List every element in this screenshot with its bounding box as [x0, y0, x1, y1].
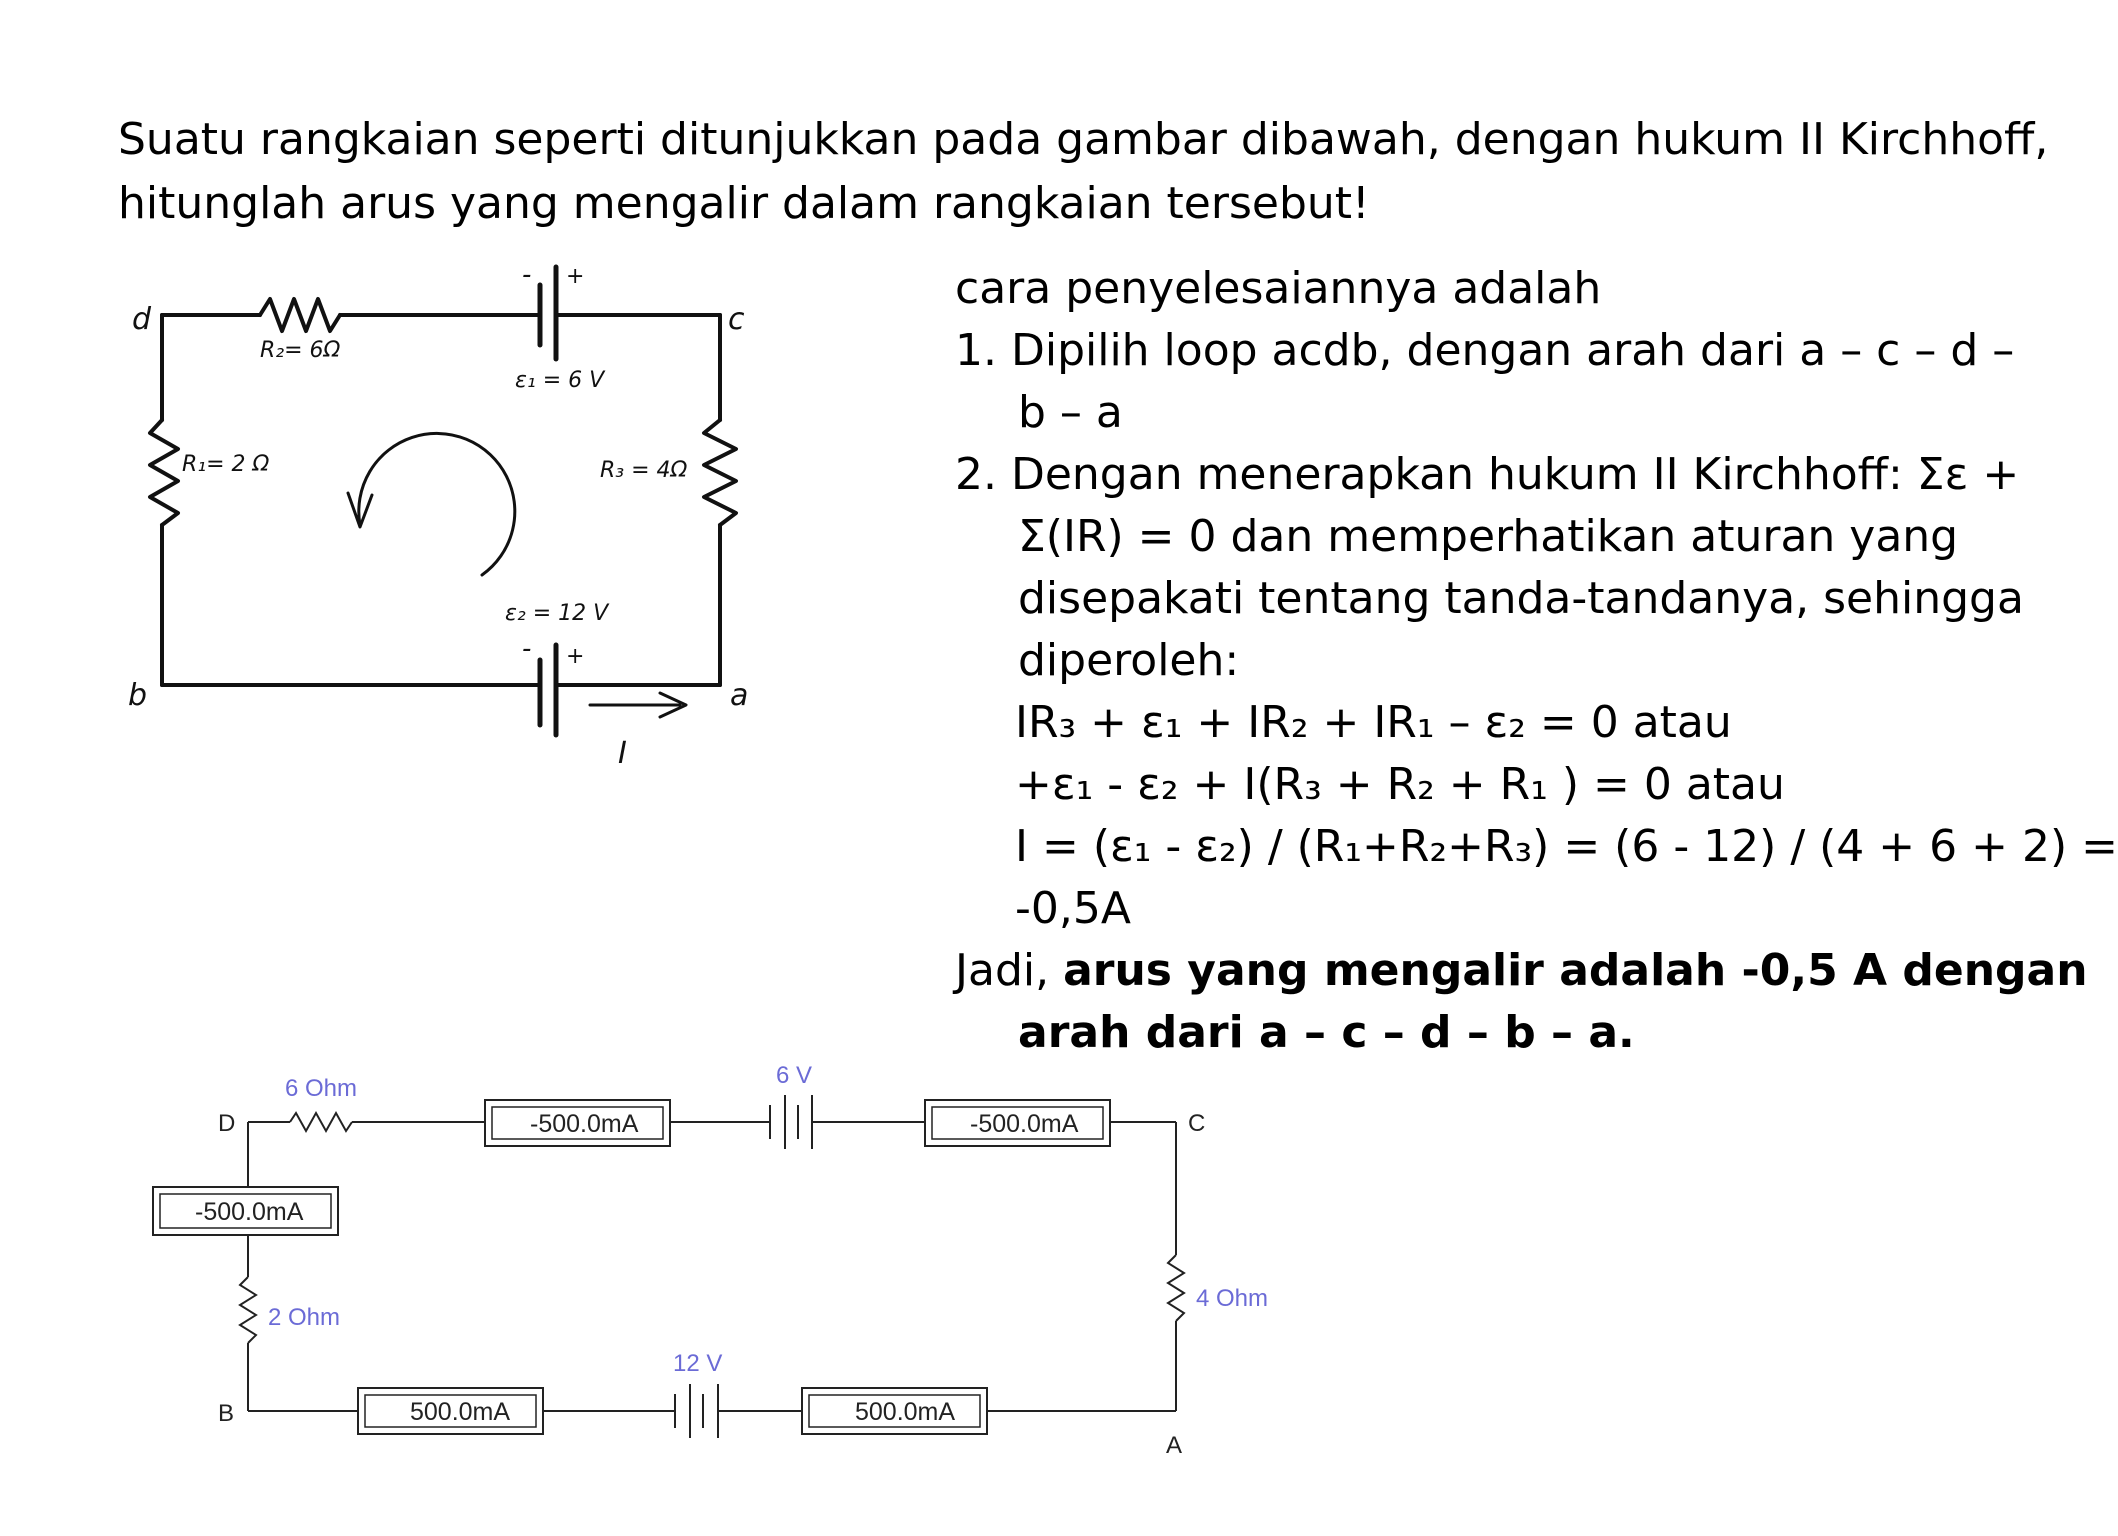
step-2-line-a: 2. Dengan menerapkan hukum II Kirchhoff:… [955, 449, 2020, 500]
conclusion-prefix: Jadi, [955, 945, 1064, 996]
resistor-r2 [258, 297, 342, 333]
sim-node-C: C [1188, 1110, 1205, 1137]
conclusion-line-b: arah dari a – c – d – b – a. [955, 1002, 2035, 1064]
sim-node-B: B [218, 1400, 234, 1427]
label-emf1: ε₁ = 6 V [515, 368, 606, 393]
ammeter-bottom-right-reading: 500.0mA [855, 1398, 955, 1426]
step-1-line-b: b – a [1018, 387, 1123, 438]
question-text: Suatu rangkaian seperti ditunjukkan pada… [118, 108, 2049, 236]
step-2-line-c: disepakati tentang tanda-tandanya, sehin… [1018, 573, 2024, 624]
ammeter-left-reading: -500.0mA [195, 1198, 304, 1226]
sim-label-v-top: 6 V [776, 1062, 812, 1089]
conclusion-bold-b: arah dari a – c – d – b – a. [1018, 1007, 1635, 1058]
ammeter-bottom-left [357, 1387, 544, 1435]
solution-intro: cara penyelesaiannya adalah [955, 263, 1602, 314]
circuit-diagram-2: D C B A -500.0mA -500.0mA -500.0mA 500.0… [152, 1062, 1268, 1459]
loop-arrow-head [346, 491, 374, 529]
step-2-line-d: diperoleh: [1018, 635, 1240, 686]
ammeter-top-right-reading: -500.0mA [970, 1110, 1079, 1138]
ammeter-top-left-inner [491, 1106, 664, 1140]
label-r3: R₃ = 4Ω [600, 458, 688, 483]
label-r1: R₁= 2 Ω [182, 452, 270, 477]
sim-label-r-right: 4 Ohm [1196, 1285, 1268, 1312]
question-line-1: Suatu rangkaian seperti ditunjukkan pada… [118, 114, 2049, 165]
conclusion-bold-a: arus yang mengalir adalah -0,5 A dengan [1063, 945, 2088, 996]
equation-2: +ε₁ - ε₂ + I(R₃ + R₂ + R₁ ) = 0 atau [1015, 759, 1785, 810]
ammeter-bottom-right-inner [808, 1394, 981, 1428]
loop-arrow [357, 431, 517, 577]
sim-label-r-top: 6 Ohm [285, 1075, 357, 1102]
ammeter-left [152, 1186, 339, 1236]
label-r2: R₂= 6Ω [260, 338, 341, 363]
sim-node-D: D [218, 1110, 235, 1137]
current-arrow-head [658, 691, 688, 719]
equation-3: I = (ε₁ - ε₂) / (R₁+R₂+R₃) = (6 - 12) / … [1015, 821, 2118, 872]
ammeter-top-left-reading: -500.0mA [530, 1110, 639, 1138]
node-b: b [128, 678, 147, 713]
sim-resistor-top [289, 1110, 353, 1134]
step-1-line-a: 1. Dipilih loop acdb, dengan arah dari a… [955, 325, 2015, 376]
solution-text: cara penyelesaiannya adalah 1. Dipilih l… [955, 258, 2118, 1064]
sim-node-A: A [1166, 1432, 1182, 1459]
step-2-line-b: Σ(IR) = 0 dan memperhatikan aturan yang [1018, 511, 1959, 562]
sim-resistor-right [1166, 1254, 1186, 1322]
sim-battery-bottom [674, 1384, 719, 1438]
ammeter-top-right-inner [931, 1106, 1104, 1140]
resistor-r3 [702, 418, 738, 527]
label-emf2: ε₂ = 12 V [505, 601, 610, 626]
ammeter-left-inner [159, 1193, 332, 1229]
ammeter-top-right [924, 1099, 1111, 1147]
battery1-plus: + [566, 264, 584, 289]
question-line-2: hitunglah arus yang mengalir dalam rangk… [118, 178, 1370, 229]
label-current: I [618, 736, 627, 771]
sim-label-v-bottom: 12 V [673, 1350, 722, 1377]
sim-battery-top [769, 1095, 813, 1149]
node-a: a [730, 678, 748, 713]
battery1-minus: - [522, 260, 531, 290]
equation-4: -0,5A [1015, 883, 1131, 934]
node-c: c [728, 302, 745, 337]
slide: Suatu rangkaian seperti ditunjukkan pada… [118, 108, 2118, 1459]
battery2-minus: - [522, 634, 531, 664]
conclusion-line-a: Jadi, arus yang mengalir adalah -0,5 A d… [955, 940, 2088, 1002]
circuit-diagram-1: d c b a R₂= 6Ω ε₁ = 6 V R₁= 2 Ω R₃ = 4Ω … [128, 260, 748, 771]
equation-1: IR₃ + ε₁ + IR₂ + IR₁ – ε₂ = 0 atau [1015, 697, 1732, 748]
battery2-plus: + [566, 644, 584, 669]
ammeter-bottom-left-reading: 500.0mA [410, 1398, 510, 1426]
resistor-r1 [148, 418, 180, 527]
sim-label-r-left: 2 Ohm [268, 1304, 340, 1331]
ammeter-top-left [484, 1099, 671, 1147]
sim-resistor-left [238, 1276, 258, 1344]
node-d: d [132, 302, 152, 337]
ammeter-bottom-right [801, 1387, 988, 1435]
ammeter-bottom-left-inner [364, 1394, 537, 1428]
